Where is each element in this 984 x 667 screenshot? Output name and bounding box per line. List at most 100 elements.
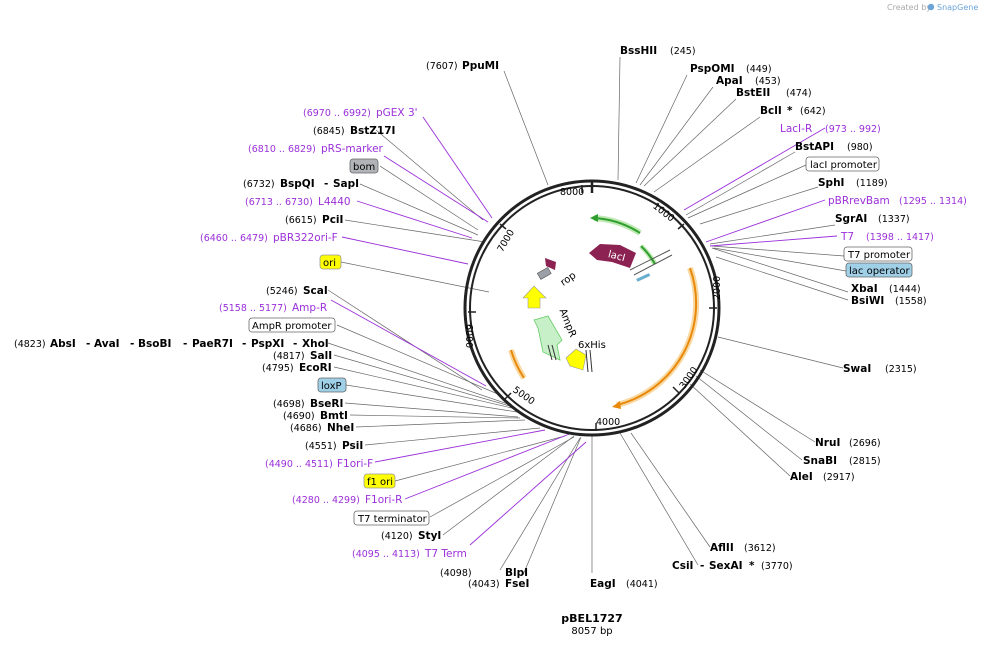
site-absi: AbsI	[50, 338, 76, 350]
site-alei: AleI	[790, 471, 813, 483]
site-apai: ApaI	[716, 75, 743, 87]
orange-feature-left[interactable]	[510, 349, 525, 379]
sep-3: -	[183, 338, 187, 350]
feature-ori: ori	[323, 258, 336, 269]
orange-feature-arrow[interactable]	[616, 267, 698, 406]
ampr-arrow[interactable]	[533, 315, 563, 361]
sep-bspqi: -	[324, 178, 328, 190]
site-ecori: EcoRI	[299, 362, 332, 374]
sep-1: -	[86, 338, 90, 350]
primer-t7term: T7 Term	[424, 548, 467, 560]
tick-label-8000: 8000	[560, 187, 584, 198]
lacoperator-box	[845, 262, 913, 278]
site-pspomi: PspOMI	[690, 63, 735, 75]
pos-bstz17i: (6845)	[313, 126, 345, 137]
plasmid-title: pBEL1727 8057 bp	[561, 612, 622, 637]
pos-sphi: (1189)	[856, 178, 888, 189]
site-eagi: EagI	[590, 578, 616, 590]
loxp-box	[317, 377, 347, 393]
pos-l4440: (6713 .. 6730)	[245, 197, 313, 208]
pos-xbai: (1444)	[889, 284, 921, 295]
pos-pcii: (6615)	[285, 215, 317, 226]
feature-bom: bom	[353, 162, 375, 173]
leader-lines	[327, 56, 849, 576]
pos-prsmarker: (6810 .. 6829)	[248, 144, 316, 155]
rop-arrow[interactable]	[545, 258, 556, 270]
pos-bstapi: (980)	[847, 142, 873, 153]
tick-label-7000: 7000	[495, 228, 517, 254]
amprpromoter-box	[248, 317, 336, 333]
site-sali: SalI	[310, 350, 332, 362]
f1-ori-arrow[interactable]	[565, 348, 587, 371]
site-sexai: SexAI	[709, 560, 743, 572]
f1ori-box	[363, 473, 396, 489]
site-ppumi: PpuMI	[462, 60, 499, 72]
sep-2: -	[130, 338, 134, 350]
tick-label-5000: 5000	[510, 385, 536, 408]
pos-ecori: (4795)	[262, 363, 294, 374]
pos-nrui: (2696)	[849, 438, 881, 449]
site-swai: SwaI	[843, 363, 871, 375]
pos-multi: (4823)	[14, 339, 46, 350]
labels-bottom-left: (4098) BlpI (4043) FseI (4095 .. 4113) T…	[14, 285, 529, 590]
laci-arrow[interactable]	[589, 244, 636, 268]
plasmid-length: 8057 bp	[571, 626, 612, 637]
primer-leader-lines	[330, 116, 838, 546]
feature-f1ori: f1 ori	[367, 477, 393, 488]
site-xbai: XbaI	[851, 283, 878, 295]
site-csii: CsiI	[672, 560, 693, 572]
site-sgrai: SgrAI	[835, 213, 867, 225]
green-arrowhead-icon	[590, 214, 598, 222]
site-scai: ScaI	[303, 285, 328, 297]
pos-blpi: (4098)	[440, 568, 472, 579]
pos-t7term: (4095 .. 4113)	[352, 549, 420, 560]
feature-t7promoter: T7 promoter	[847, 250, 911, 261]
pos-swai: (2315)	[885, 364, 917, 375]
pos-ampr: (5158 .. 5177)	[219, 303, 287, 314]
site-sapi: SapI	[333, 178, 359, 190]
site-nhei: NheI	[327, 422, 354, 434]
pos-lacir: (973 .. 992)	[825, 124, 881, 135]
primer-lacir: LacI-R	[780, 123, 812, 135]
bom-box	[349, 158, 379, 174]
site-fsei: FseI	[505, 578, 529, 590]
pos-csii: (3770)	[761, 561, 793, 572]
primer-t7: T7	[840, 231, 854, 243]
orange-arrowhead-icon	[612, 401, 621, 409]
site-bsteii: BstEII	[736, 87, 770, 99]
site-bmti: BmtI	[320, 410, 348, 422]
site-bsiwi: BsiWI	[851, 295, 884, 307]
primer-pbrrevbam: pBRrevBam	[828, 195, 890, 207]
tick-label-6000: 6000	[463, 324, 474, 348]
pos-eagi: (4041)	[626, 579, 658, 590]
snapgene-logo-icon	[927, 3, 935, 11]
t7promoter-box	[843, 246, 913, 262]
pos-pspomi: (449)	[746, 64, 772, 75]
site-bseri: BseRI	[310, 398, 343, 410]
pos-pbr322orif: (6460 .. 6479)	[200, 233, 268, 244]
pos-psii: (4551)	[305, 441, 337, 452]
pos-bseri: (4698)	[273, 399, 305, 410]
plasmid-name: pBEL1727	[561, 612, 622, 625]
pos-scai: (5246)	[266, 286, 298, 297]
feature-lacoperator: lac operator	[849, 266, 910, 277]
star-bcli: *	[787, 105, 793, 117]
site-snabi: SnaBI	[803, 455, 837, 467]
snapgene-credit: Created by SnapGene	[887, 3, 978, 12]
site-psii: PsiI	[342, 440, 363, 452]
tick-label-2000: 2000	[712, 276, 723, 300]
lacipromoter-box	[805, 156, 880, 172]
primer-ampr: Amp-R	[292, 302, 327, 314]
sep-5: -	[293, 338, 297, 350]
primer-pgex3: pGEX 3'	[376, 107, 418, 119]
feature-lacipromoter: lacI promoter	[810, 160, 878, 171]
ori-arrow[interactable]	[522, 285, 547, 309]
pos-bcli: (642)	[800, 106, 826, 117]
primer-f1orir: F1ori-R	[365, 494, 402, 506]
sep-4: -	[242, 338, 246, 350]
site-bsshii: BssHII	[620, 45, 657, 57]
site-sphi: SphI	[818, 177, 844, 189]
pos-bsiwi: (1558)	[895, 296, 927, 307]
star-sexai: *	[749, 560, 755, 572]
site-pcii: PciI	[322, 214, 343, 226]
